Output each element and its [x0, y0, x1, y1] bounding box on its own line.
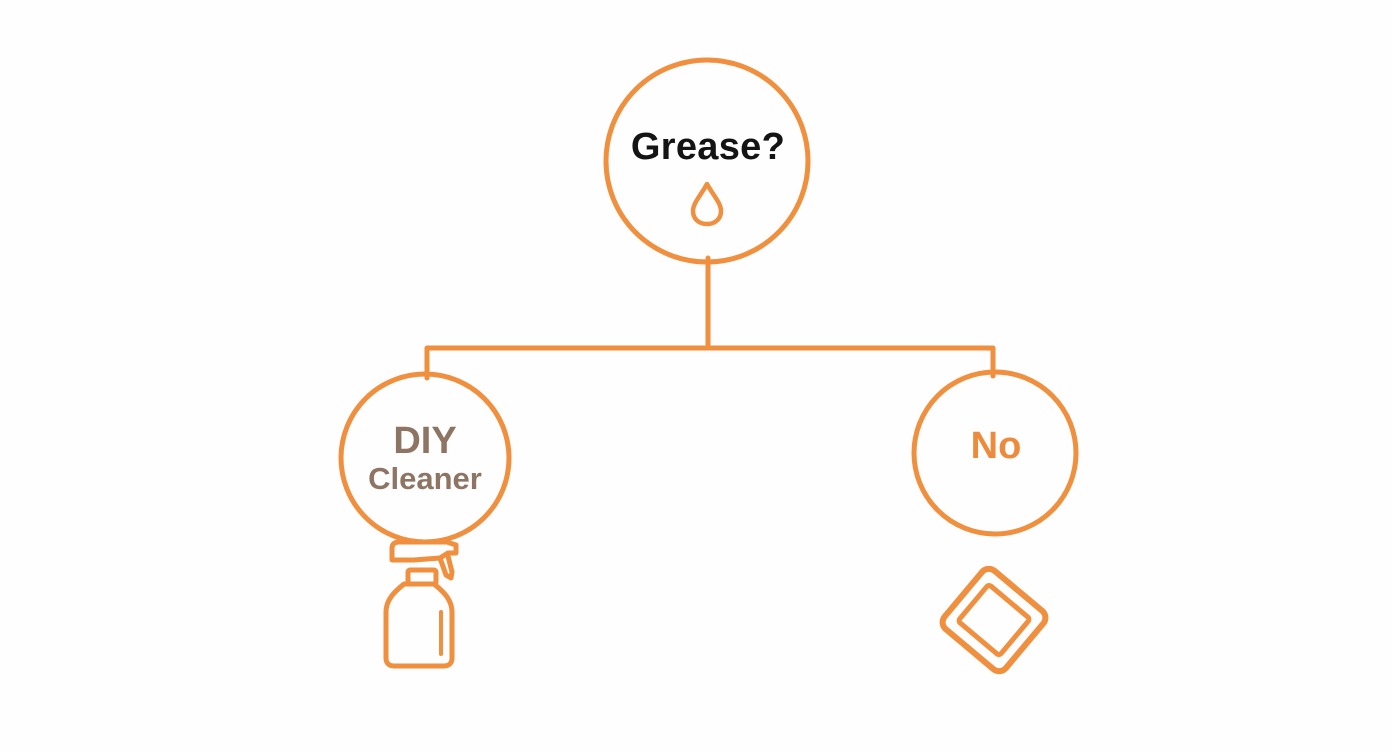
diy-node-label-line2: Cleaner: [368, 461, 482, 496]
no-node-label: No: [970, 425, 1022, 467]
root-node-label: Grease?: [630, 126, 786, 168]
cleaning-wipe-icon: [939, 565, 1049, 675]
diy-node-label-line1: DIY: [393, 420, 457, 462]
root-node-circle: [603, 57, 811, 265]
spray-bottle-icon: [383, 539, 459, 669]
no-node-circle: [911, 369, 1079, 537]
connector-lines: [424, 255, 996, 381]
drop-icon: [690, 181, 724, 227]
